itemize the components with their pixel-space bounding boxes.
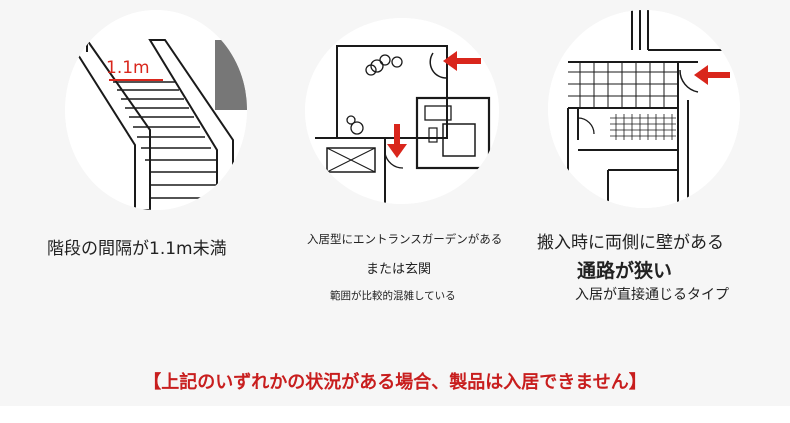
- entrance-caption-1: 入居型にエントランスガーデンがある: [307, 232, 503, 246]
- entry-arrows: [387, 51, 481, 158]
- corridor-caption-3: 入居が直接通じるタイプ: [575, 287, 729, 303]
- stairs-illustration: 1.1m: [65, 10, 247, 210]
- corridor-caption-2: 通路が狭い: [577, 260, 673, 282]
- corridor-illustration: [548, 10, 740, 208]
- stairs-drawing: [65, 10, 247, 210]
- restriction-notice: 【上記のいずれかの状況がある場合、製品は入居できません】: [143, 372, 647, 393]
- bottom-band: [0, 406, 790, 423]
- entrance-floorplan: [305, 18, 499, 204]
- entrance-illustration: [305, 18, 499, 204]
- entry-arrow: [694, 65, 730, 85]
- measure-label: 1.1m: [106, 58, 150, 78]
- stairs-caption: 階段の間隔が1.1m未満: [47, 239, 227, 259]
- entrance-caption-3: 範囲が比較的混雑している: [330, 290, 456, 302]
- entrance-caption-2: または玄関: [366, 262, 432, 277]
- corridor-caption-1: 搬入時に両側に壁がある: [537, 233, 724, 253]
- corridor-floorplan: [548, 10, 740, 208]
